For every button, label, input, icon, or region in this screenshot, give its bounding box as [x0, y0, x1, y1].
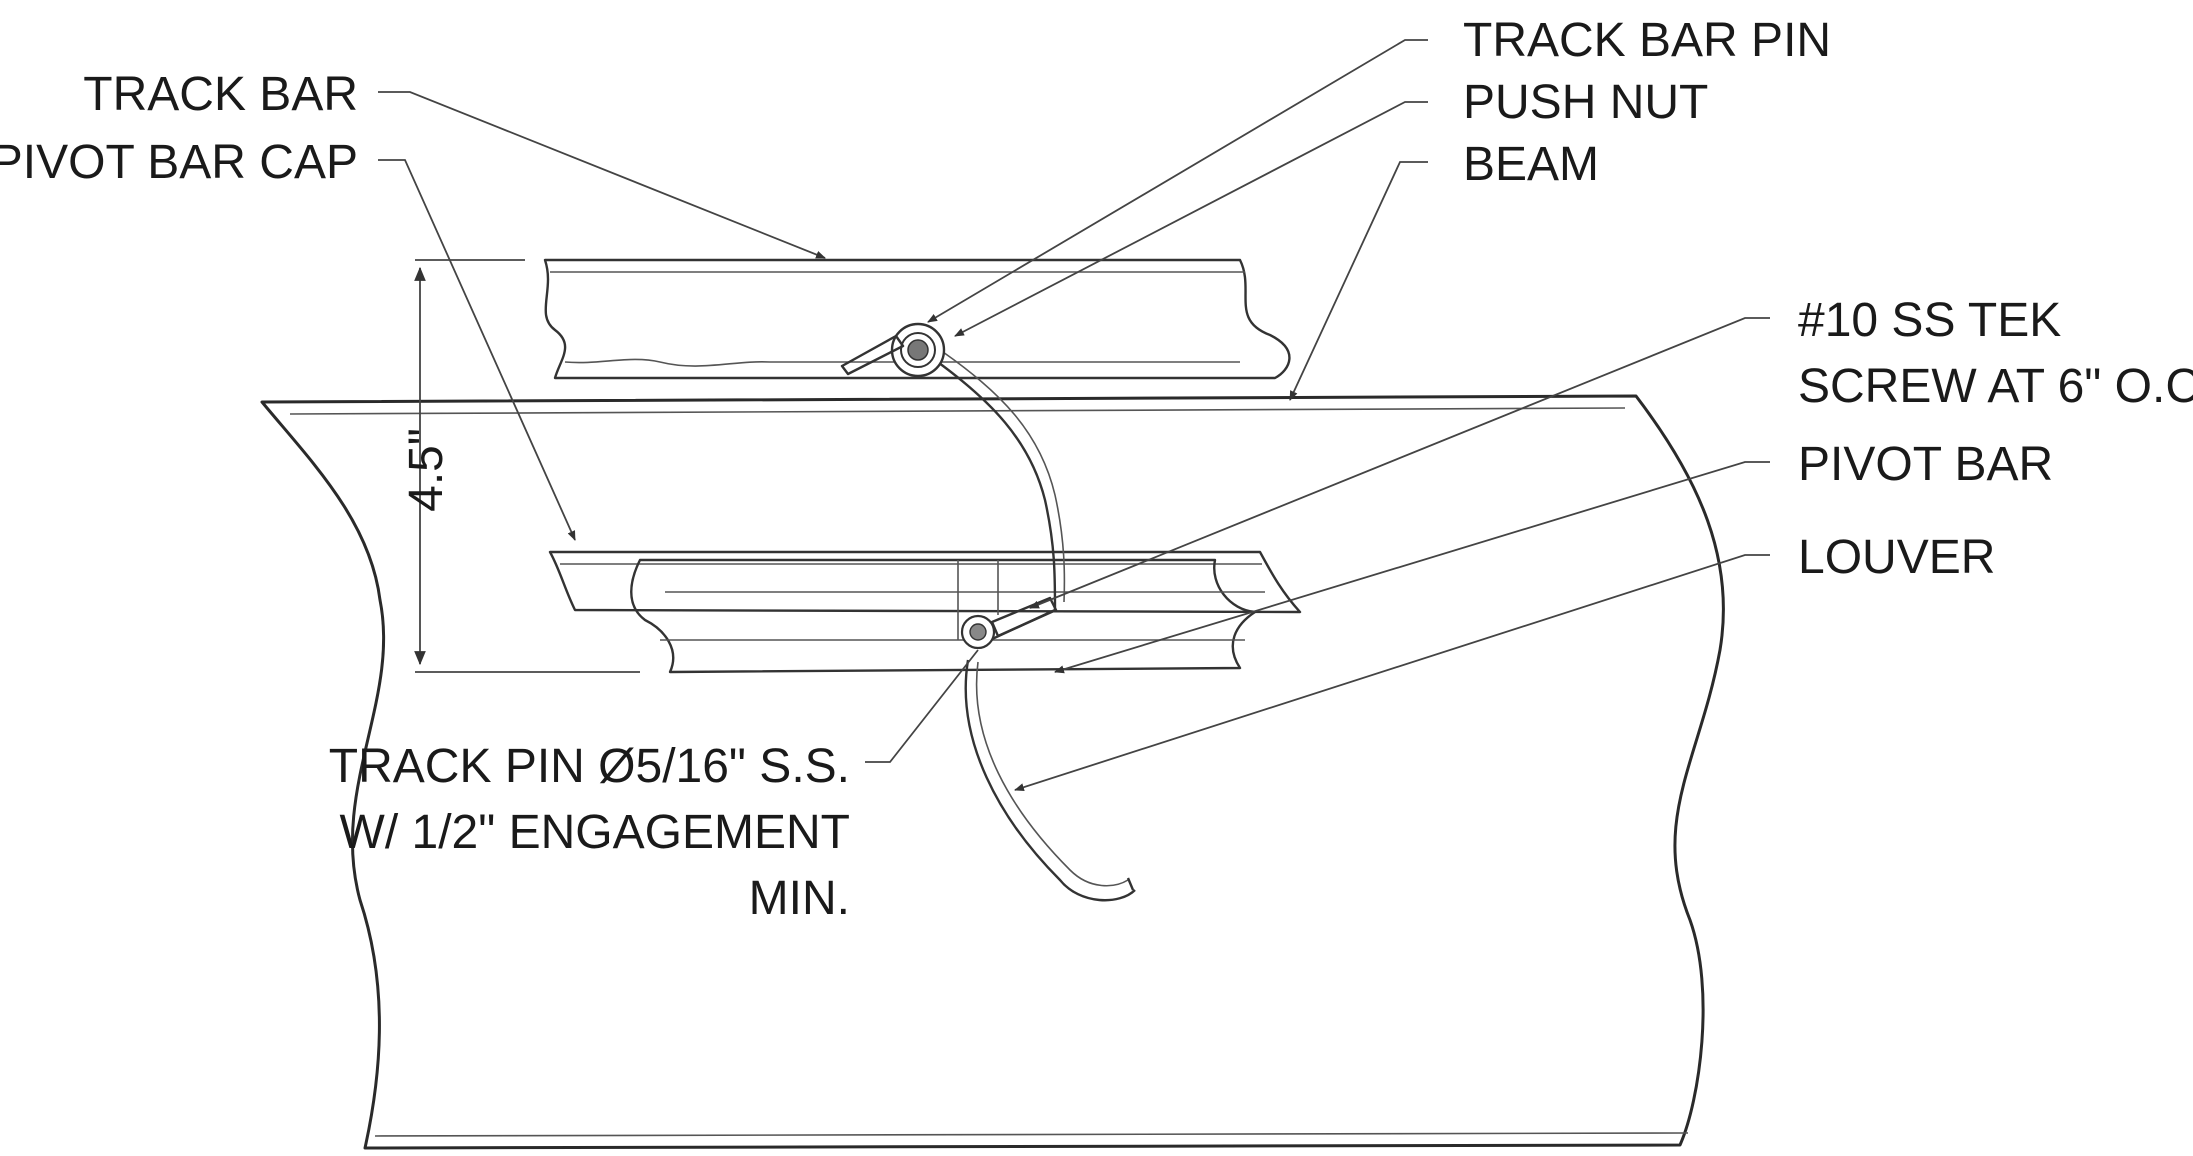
pivot-bar-cap: [548, 550, 1302, 614]
leader-pivot-bar-cap: [378, 159, 576, 541]
track-bar: [543, 258, 1291, 380]
track-pin: [960, 614, 996, 650]
label-beam: BEAM: [1463, 138, 1599, 191]
leader-track-bar: [378, 91, 826, 259]
leader-lines: [378, 39, 1770, 792]
label-track-pin-line1: TRACK PIN Ø5/16" S.S.: [329, 740, 850, 793]
dimension-label: 4.5": [400, 428, 453, 512]
callouts: TRACK BAR PIVOT BAR CAP TRACK BAR PIN PU…: [0, 14, 2193, 925]
label-louver: LOUVER: [1798, 531, 1995, 584]
label-track-pin-line2: W/ 1/2" ENGAGEMENT: [340, 806, 850, 859]
leader-beam: [1289, 161, 1428, 401]
leader-track-pin: [865, 649, 979, 763]
track-bar-pin: [890, 322, 946, 378]
label-pivot-bar-cap: PIVOT BAR CAP: [0, 136, 358, 189]
leader-tek-screw: [1029, 317, 1770, 609]
louver: [934, 351, 1136, 902]
leader-pivot-bar: [1054, 461, 1770, 674]
leader-track-bar-pin: [927, 39, 1428, 323]
pivot-bar: [630, 558, 1265, 674]
label-track-pin-line3: MIN.: [749, 872, 850, 925]
label-pivot-bar: PIVOT BAR: [1798, 438, 2053, 491]
label-tek-screw-line2: SCREW AT 6" O.C.: [1798, 360, 2193, 413]
beam: [260, 394, 1725, 1150]
leader-louver: [1014, 554, 1770, 792]
label-tek-screw-line1: #10 SS TEK: [1798, 294, 2061, 347]
push-nut: [840, 334, 905, 376]
label-track-bar: TRACK BAR: [83, 68, 358, 121]
label-push-nut: PUSH NUT: [1463, 76, 1708, 129]
leader-push-nut: [954, 101, 1428, 337]
tek-screw: [990, 596, 1058, 638]
label-track-bar-pin: TRACK BAR PIN: [1463, 14, 1831, 67]
height-dimension: 4.5": [400, 259, 640, 673]
